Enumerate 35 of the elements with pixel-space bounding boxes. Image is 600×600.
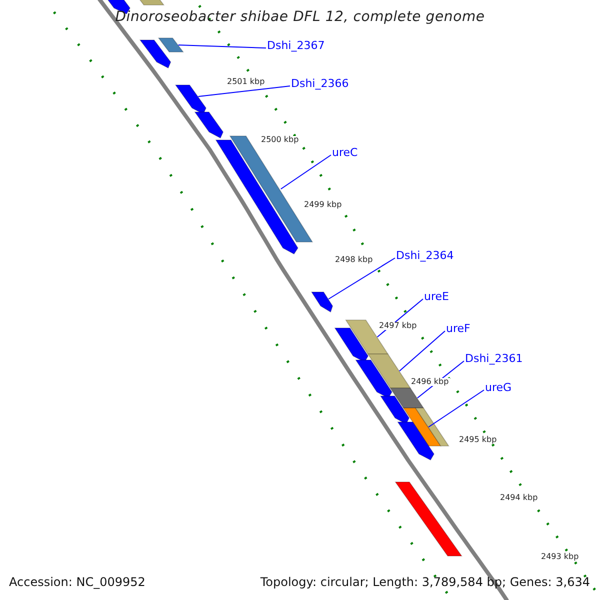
gene-bar <box>397 422 434 461</box>
gene-bar <box>414 408 450 446</box>
gene-label: ureF <box>446 323 470 334</box>
gene-bar <box>310 292 334 313</box>
gene-bar <box>367 354 412 388</box>
gene-bar <box>139 40 172 69</box>
gene-label: Dshi_2367 <box>267 40 325 51</box>
tick-label: 2497 kbp <box>378 322 418 330</box>
tick-label: 2496 kbp <box>410 378 450 386</box>
gene-label: ureC <box>332 147 358 158</box>
tick-label: 2500 kbp <box>260 136 300 144</box>
accession-text: Accession: NC_009952 <box>9 576 146 588</box>
genome-info-text: Topology: circular; Length: 3,789,584 bp; Genes: 3,634 <box>260 576 590 588</box>
gene-bar <box>394 482 462 556</box>
tick-label: 2498 kbp <box>334 256 374 264</box>
leader-line <box>280 154 332 190</box>
tick-label: 2494 kbp <box>499 494 539 502</box>
tick-label: 2499 kbp <box>303 201 343 209</box>
tick-label: 2501 kbp <box>226 78 266 86</box>
leader-line <box>178 44 266 48</box>
gene-label: Dshi_2366 <box>291 78 349 89</box>
gene-bar <box>194 112 224 139</box>
leader-line <box>398 330 446 372</box>
tick-label: 2495 kbp <box>458 436 498 444</box>
leader-line <box>198 86 290 97</box>
leader-line <box>428 390 484 428</box>
leader-line <box>328 258 396 300</box>
gene-bar <box>390 388 424 408</box>
gene-label: Dshi_2361 <box>465 353 523 364</box>
gene-label: ureE <box>424 291 449 302</box>
map-title: Dinoroseobacter shibae DFL 12, complete genome <box>114 10 486 24</box>
gene-label: ureG <box>485 382 512 393</box>
gene-label: Dshi_2364 <box>396 250 454 261</box>
tick-label: 2493 kbp <box>540 553 580 561</box>
gene-bar <box>158 38 184 52</box>
